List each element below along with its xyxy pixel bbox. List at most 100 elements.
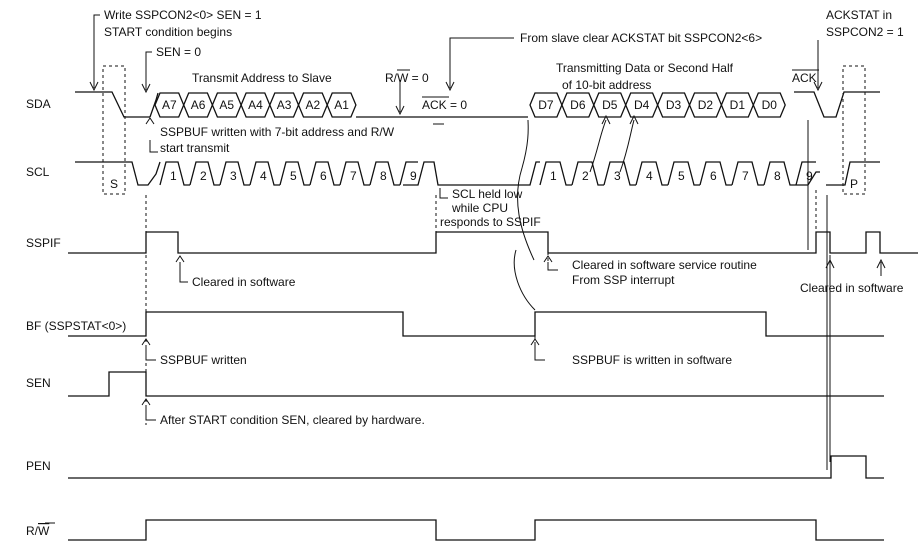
scl-pulse-number: 5 [290, 169, 297, 183]
data-bits-row: D7 D6 D5 D4 D3 D2 D1 D0 [529, 92, 786, 118]
scl-clock-pulse [667, 161, 700, 186]
start-begins-note: START condition begins [104, 25, 232, 39]
vertical-guides [145, 120, 831, 470]
scl-clock-pulse [279, 161, 310, 186]
rw-waveform [68, 519, 884, 541]
scl-pulse-number: 2 [200, 169, 207, 183]
sda-bit-label: D6 [570, 98, 586, 112]
scl-held-note-3: responds to SSPIF [440, 215, 541, 229]
write-sspcon2-note: Write SSPCON2<0> SEN = 1 [104, 8, 262, 22]
scl-clock-pulse [249, 161, 280, 186]
sda-waveform [75, 91, 880, 118]
sspbuf-written-note-1: SSPBUF written with 7-bit address and R/… [160, 125, 395, 139]
scl-pulse-number: 4 [646, 169, 653, 183]
sda-bit-label: D1 [730, 98, 746, 112]
scl-clock-pulse [795, 161, 816, 186]
scl-pulse-number: 1 [170, 169, 177, 183]
ackstat-note-1: ACKSTAT in [826, 8, 892, 22]
cleared-service-note-1: Cleared in software service routine [572, 258, 757, 272]
sda-bit-label: D7 [538, 98, 554, 112]
scl-pulse-number: 7 [742, 169, 749, 183]
scl-clock-pulse [763, 161, 796, 186]
scl-clock-pulse [571, 161, 604, 186]
stop-marker: P [850, 177, 858, 191]
scl-pulse-number: 9 [806, 169, 813, 183]
annotation-leaders [89, 14, 886, 421]
scl-clock-pulse [635, 161, 668, 186]
scl-pulse-number: 8 [774, 169, 781, 183]
pen-waveform [68, 455, 884, 479]
scl-clock-pulse [731, 161, 764, 186]
ack-label: ACK [792, 71, 817, 85]
cleared-sw-note: Cleared in software [192, 275, 296, 289]
scl-held-note-1: SCL held low [452, 187, 523, 201]
scl-pulse-number: 6 [320, 169, 327, 183]
scl-label: SCL [26, 165, 50, 179]
scl-pulse-number: 6 [710, 169, 717, 183]
rw-label: R/W [26, 524, 50, 538]
from-slave-note: From slave clear ACKSTAT bit SSPCON2<6> [520, 31, 762, 45]
scl-pulse-number: 8 [380, 169, 387, 183]
ackstat-note-2: SSPCON2 = 1 [826, 25, 904, 39]
sspbuf-is-written-note: SSPBUF is written in software [572, 353, 732, 367]
sda-bit-label: D5 [602, 98, 618, 112]
scl-pulse-number: 2 [582, 169, 589, 183]
scl-clock-pulse [369, 161, 400, 186]
scl-pulses-second: 1 2 3 4 5 6 7 8 9 [539, 161, 816, 186]
sda-bit-label: D2 [698, 98, 714, 112]
scl-waveform [75, 161, 880, 186]
start-condition-box [102, 65, 126, 195]
scl-clock-pulse [699, 161, 732, 186]
bf-label: BF (SSPSTAT<0>) [26, 319, 126, 333]
sda-bit-label: A4 [248, 98, 263, 112]
scl-pulse-number: 3 [230, 169, 237, 183]
address-bits-row: A7 A6 A5 A4 A3 A2 A1 [154, 92, 357, 118]
after-start-note: After START condition SEN, cleared by ha… [160, 413, 425, 427]
sda-bit-label: A1 [334, 98, 349, 112]
sspbuf-written-note-2: start transmit [160, 141, 230, 155]
bf-waveform [68, 311, 884, 337]
scl-pulse-number: 7 [350, 169, 357, 183]
sda-bit-label: D3 [666, 98, 682, 112]
sen-label: SEN [26, 376, 51, 390]
cleared-sw-note-2: Cleared in software [800, 281, 904, 295]
sspif-waveform [68, 231, 918, 254]
transmit-address-note: Transmit Address to Slave [192, 71, 332, 85]
ack-zero-note: ACK = 0 [422, 98, 467, 112]
scl-clock-pulse [219, 161, 250, 186]
scl-pulse-number: 5 [678, 169, 685, 183]
start-marker: S [110, 177, 118, 191]
scl-held-note-2: while CPU [451, 201, 508, 215]
scl-pulse-number: 3 [614, 169, 621, 183]
scl-pulse-number: 4 [260, 169, 267, 183]
sda-label: SDA [26, 97, 51, 111]
sda-bit-label: A2 [306, 98, 321, 112]
sda-bit-label: A5 [219, 98, 234, 112]
stop-condition-box [842, 65, 866, 195]
sda-bit-label: D0 [762, 98, 778, 112]
sen-zero-note: SEN = 0 [156, 45, 201, 59]
pen-label: PEN [26, 459, 51, 473]
sda-bit-label: A6 [191, 98, 206, 112]
sspbuf-written-short-note: SSPBUF written [160, 353, 247, 367]
scl-clock-pulse [539, 161, 572, 186]
scl-clock-pulse [309, 161, 340, 186]
transmitting-note-1: Transmitting Data or Second Half [556, 61, 734, 75]
scl-pulses-first: 1 2 3 4 5 6 7 8 9 [159, 161, 418, 186]
scl-pulse-number: 9 [410, 169, 417, 183]
sda-bit-label: D4 [634, 98, 650, 112]
scl-pulse-number: 1 [550, 169, 557, 183]
sda-bit-cell [326, 92, 357, 118]
sda-bit-cell [752, 92, 786, 118]
scl-clock-pulse [159, 161, 190, 186]
sspif-label: SSPIF [26, 236, 61, 250]
scl-clock-pulse [339, 161, 370, 186]
sda-bit-label: A3 [277, 98, 292, 112]
scl-clock-pulse [603, 161, 636, 186]
transmitting-note-2: of 10-bit address [562, 78, 651, 92]
sda-bit-label: A7 [162, 98, 177, 112]
scl-clock-pulse [399, 161, 418, 186]
rw-zero-note: R/W = 0 [385, 71, 429, 85]
cleared-service-note-2: From SSP interrupt [572, 273, 675, 287]
